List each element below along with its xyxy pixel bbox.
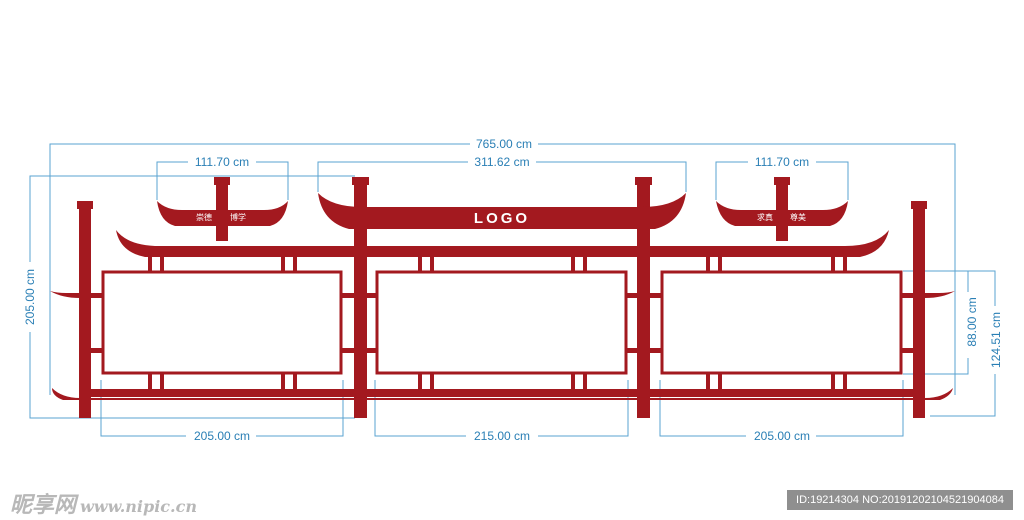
lower-eave-beam — [52, 388, 953, 400]
right-sign-text-2: 尊美 — [790, 212, 806, 222]
upper-eave-beam — [116, 230, 889, 257]
right-board-width-label: 205.00 cm — [754, 429, 810, 443]
logo-text: LOGO — [474, 210, 530, 227]
total-height-label: 205.00 cm — [23, 269, 37, 325]
watermark-site-name: 昵享网 — [10, 492, 77, 518]
center-board-width-label: 215.00 cm — [474, 429, 530, 443]
center-sign-width-label: 311.62 cm — [474, 155, 529, 169]
left-board-width-label: 205.00 cm — [194, 429, 250, 443]
frame-structure: LOGO 崇德 博学 求真 尊美 — [50, 177, 955, 418]
right-sign-text-1: 求真 — [757, 212, 773, 222]
watermark-id: ID:19214304 NO:20191202104521904084 — [787, 490, 1013, 510]
dimension-labels: 765.00 cm 111.70 cm 311.62 cm 111.70 cm … — [22, 137, 1003, 443]
left-sign-text-1: 崇德 — [196, 212, 212, 222]
left-sign-text-2: 博学 — [230, 212, 246, 222]
frame-height-label: 124.51 cm — [989, 312, 1003, 368]
logo-sign — [318, 193, 686, 229]
left-sign-width-label: 111.70 cm — [195, 155, 249, 169]
total-width-label: 765.00 cm — [476, 137, 532, 151]
post-far-left — [79, 201, 91, 418]
center-display-board — [375, 270, 628, 375]
board-height-label: 88.00 cm — [965, 297, 979, 346]
right-small-sign — [716, 201, 848, 226]
post-far-right — [913, 201, 925, 418]
left-display-board — [101, 270, 343, 375]
right-sign-width-label: 111.70 cm — [755, 155, 809, 169]
right-display-board — [660, 270, 903, 375]
left-small-sign — [157, 201, 288, 226]
watermark-url: www.nipic.cn — [80, 497, 197, 516]
